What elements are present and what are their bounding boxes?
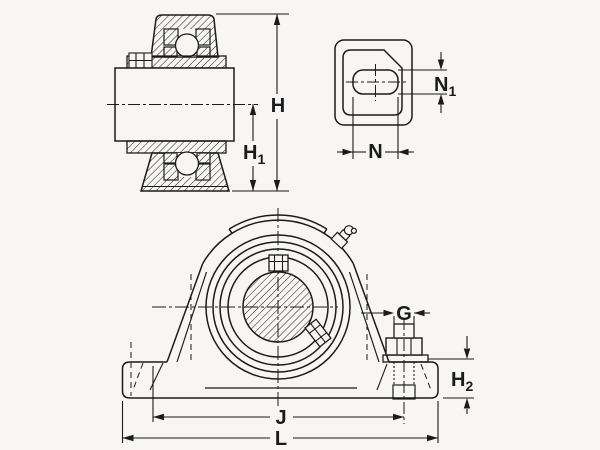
label-N: N [368, 141, 382, 163]
bearing-ball-bottom [174, 151, 200, 176]
bearing-ball-top [174, 33, 200, 58]
base-outline [121, 361, 439, 399]
front-view [121, 208, 439, 424]
grease-fitting [330, 225, 358, 250]
label-G: G [396, 303, 412, 325]
section-view [107, 14, 258, 192]
base-pad-outline [334, 39, 413, 126]
pad-inner-outline [342, 49, 403, 116]
shaft-bore [242, 271, 314, 343]
dimension-N1 [398, 52, 447, 113]
base-bolt [376, 318, 432, 424]
set-screw-lower [304, 318, 332, 348]
dimension-H-H1 [216, 13, 289, 192]
label-H1: H1 [243, 142, 265, 167]
locking-collar-bottom [126, 140, 227, 154]
housing-boss-arc [228, 214, 328, 230]
label-N1: N1 [434, 74, 456, 99]
label-H2: H2 [451, 369, 473, 394]
label-J: J [275, 407, 286, 429]
seal-circle [219, 248, 337, 366]
housing-slope-left [166, 263, 204, 363]
label-H: H [271, 95, 285, 117]
dimension-N [337, 97, 414, 159]
dimension-L [121, 401, 439, 443]
base-slot-top-view [334, 39, 413, 126]
set-screw-top [268, 254, 289, 272]
dimension-G [361, 309, 430, 324]
dimension-H2 [428, 336, 474, 414]
housing-bore-circle [205, 234, 351, 380]
label-L: L [275, 428, 287, 450]
dimension-J [152, 366, 404, 422]
set-screw-section [128, 52, 153, 69]
spot-face-washer [382, 354, 429, 363]
outer-ring-circle [212, 241, 344, 373]
bearing-outer-ring [163, 28, 179, 46]
